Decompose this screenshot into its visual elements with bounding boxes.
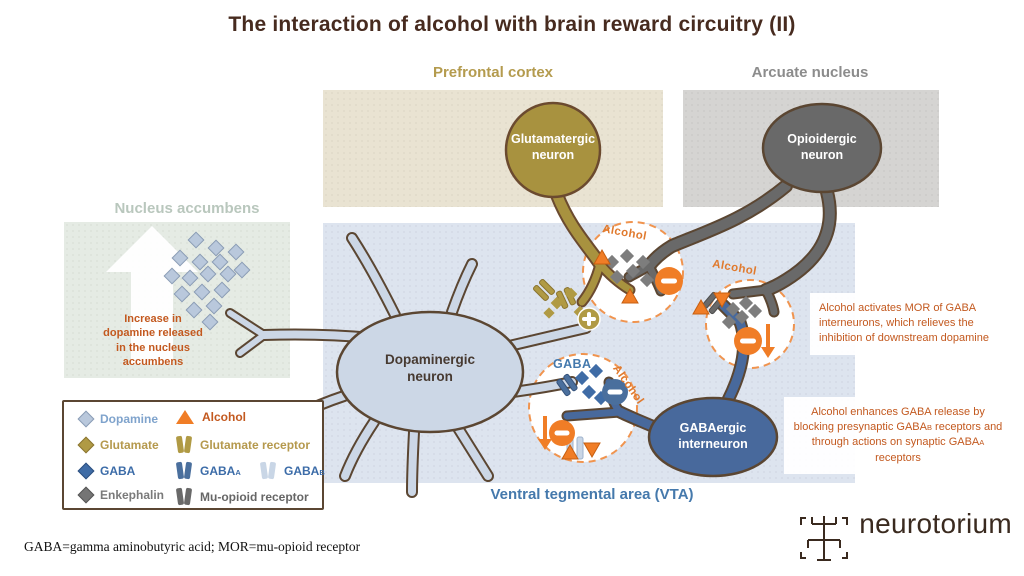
- legend-item-glutamate: Glutamate: [77, 436, 159, 454]
- gaba-note-part1: Alcohol enhances GABA release by blockin…: [793, 406, 985, 434]
- glutamate-receptor-legend-icon: [176, 436, 192, 453]
- legend-item-alcohol: Alcohol: [176, 410, 246, 424]
- gaba-diamond-icon: [77, 462, 95, 480]
- gaba-a-text: GABA: [200, 463, 236, 478]
- gaba-note-sub-b: B: [926, 423, 932, 433]
- gaba-label: GABA: [553, 357, 592, 371]
- legend-item-gaba-b: GABAB: [260, 462, 325, 479]
- legend-item-gaba-a: GABAA: [176, 462, 241, 479]
- region-label-vta: Ventral tegmental area (VTA): [490, 486, 694, 503]
- gaba-a-sub: A: [235, 467, 241, 477]
- gaba-a-receptor-legend-icon: [176, 462, 192, 479]
- legend-item-dopamine: Dopamine: [77, 410, 159, 428]
- gaba-b-receptor-legend-icon: [260, 462, 276, 479]
- alcohol-triangle-icon: [176, 410, 194, 424]
- neurotorium-logo-icon: [800, 516, 848, 561]
- gaba-note-part2: receptors and through actions on synapti…: [811, 421, 1003, 449]
- legend-item-glutamate-receptor: Glutamate receptor: [176, 436, 310, 453]
- nucleus-accumbens-box: [64, 222, 290, 378]
- gaba-diamonds-icon: [574, 363, 609, 406]
- gaba-note-part3: receptors: [875, 451, 921, 464]
- legend-label-alcohol: Alcohol: [202, 410, 246, 424]
- dopaminergic-neuron-shape: [225, 232, 592, 498]
- gabaergic-interneuron-label: GABAergic interneuron: [678, 421, 748, 451]
- glutamate-diamond-icon: [77, 436, 95, 454]
- legend-label-glutamate: Glutamate: [100, 438, 159, 452]
- dopaminergic-neuron-label: Dopaminergic neuron: [384, 352, 476, 384]
- dopamine-diamond-icon: [77, 410, 95, 428]
- legend-item-enkephalin: Enkephalin: [77, 486, 165, 504]
- page-title: The interaction of alcohol with brain re…: [228, 13, 796, 36]
- gaba-b-text: GABA: [284, 463, 320, 478]
- logo-wordmark: neurotorium: [859, 508, 1012, 539]
- legend-label-mu-opioid: Mu-opioid receptor: [200, 489, 309, 504]
- legend-label-enkephalin: Enkephalin: [100, 488, 165, 502]
- opioidergic-neuron-label: Opioidergic neuron: [787, 132, 857, 162]
- mu-opioid-receptor-legend-icon: [176, 488, 192, 505]
- legend-label-glutamate-receptor: Glutamate receptor: [200, 437, 311, 452]
- mor-note: Alcohol activates MOR of GABA interneuro…: [810, 293, 1014, 355]
- excitation-plus-icon: [577, 307, 601, 331]
- inhibition-minus-glut-synapse-icon: [655, 267, 683, 295]
- increase-dopamine-note: Increase in dopamine released in the nuc…: [103, 313, 203, 368]
- legend-item-gaba: GABA: [77, 462, 136, 480]
- legend-label-gaba-b: GABAB: [284, 464, 325, 478]
- enkephalin-diamonds-icon: [604, 248, 763, 330]
- region-label-arcuate-nucleus: Arcuate nucleus: [751, 64, 869, 81]
- dopamine-diamonds-icon: [163, 231, 251, 331]
- legend-box: Dopamine Glutamate GABA Enkephalin Alcoh…: [62, 400, 325, 510]
- enkephalin-diamond-icon: [77, 486, 95, 504]
- footnote: GABA=gamma aminobutyric acid; MOR=mu-opi…: [24, 539, 361, 554]
- legend-label-gaba: GABA: [100, 464, 136, 478]
- region-label-prefrontal-cortex: Prefrontal cortex: [432, 64, 554, 81]
- neurotorium-logo: neurotorium: [799, 508, 1012, 540]
- inhibition-minus-gaba-blue-icon: [602, 379, 628, 405]
- gaba-b-sub: B: [319, 467, 325, 477]
- alcohol-triangles-icon: [561, 248, 731, 460]
- legend-label-gaba-a: GABAA: [200, 464, 241, 478]
- glutamatergic-neuron-label: Glutamatergic neuron: [510, 132, 596, 162]
- region-label-nucleus-accumbens: Nucleus accumbens: [114, 200, 260, 217]
- gaba-note-sub-a: A: [979, 438, 985, 448]
- gaba-a-receptor-icon: [556, 373, 578, 397]
- inhibition-minus-gaba-orange-icon: [538, 416, 575, 450]
- gaba-note: Alcohol enhances GABA release by blockin…: [784, 397, 1012, 474]
- legend-label-dopamine: Dopamine: [100, 412, 159, 426]
- prefrontal-cortex-box: [323, 90, 663, 207]
- inhibition-minus-mor-synapse-icon: [734, 324, 775, 358]
- legend-item-mu-opioid: Mu-opioid receptor: [176, 488, 309, 505]
